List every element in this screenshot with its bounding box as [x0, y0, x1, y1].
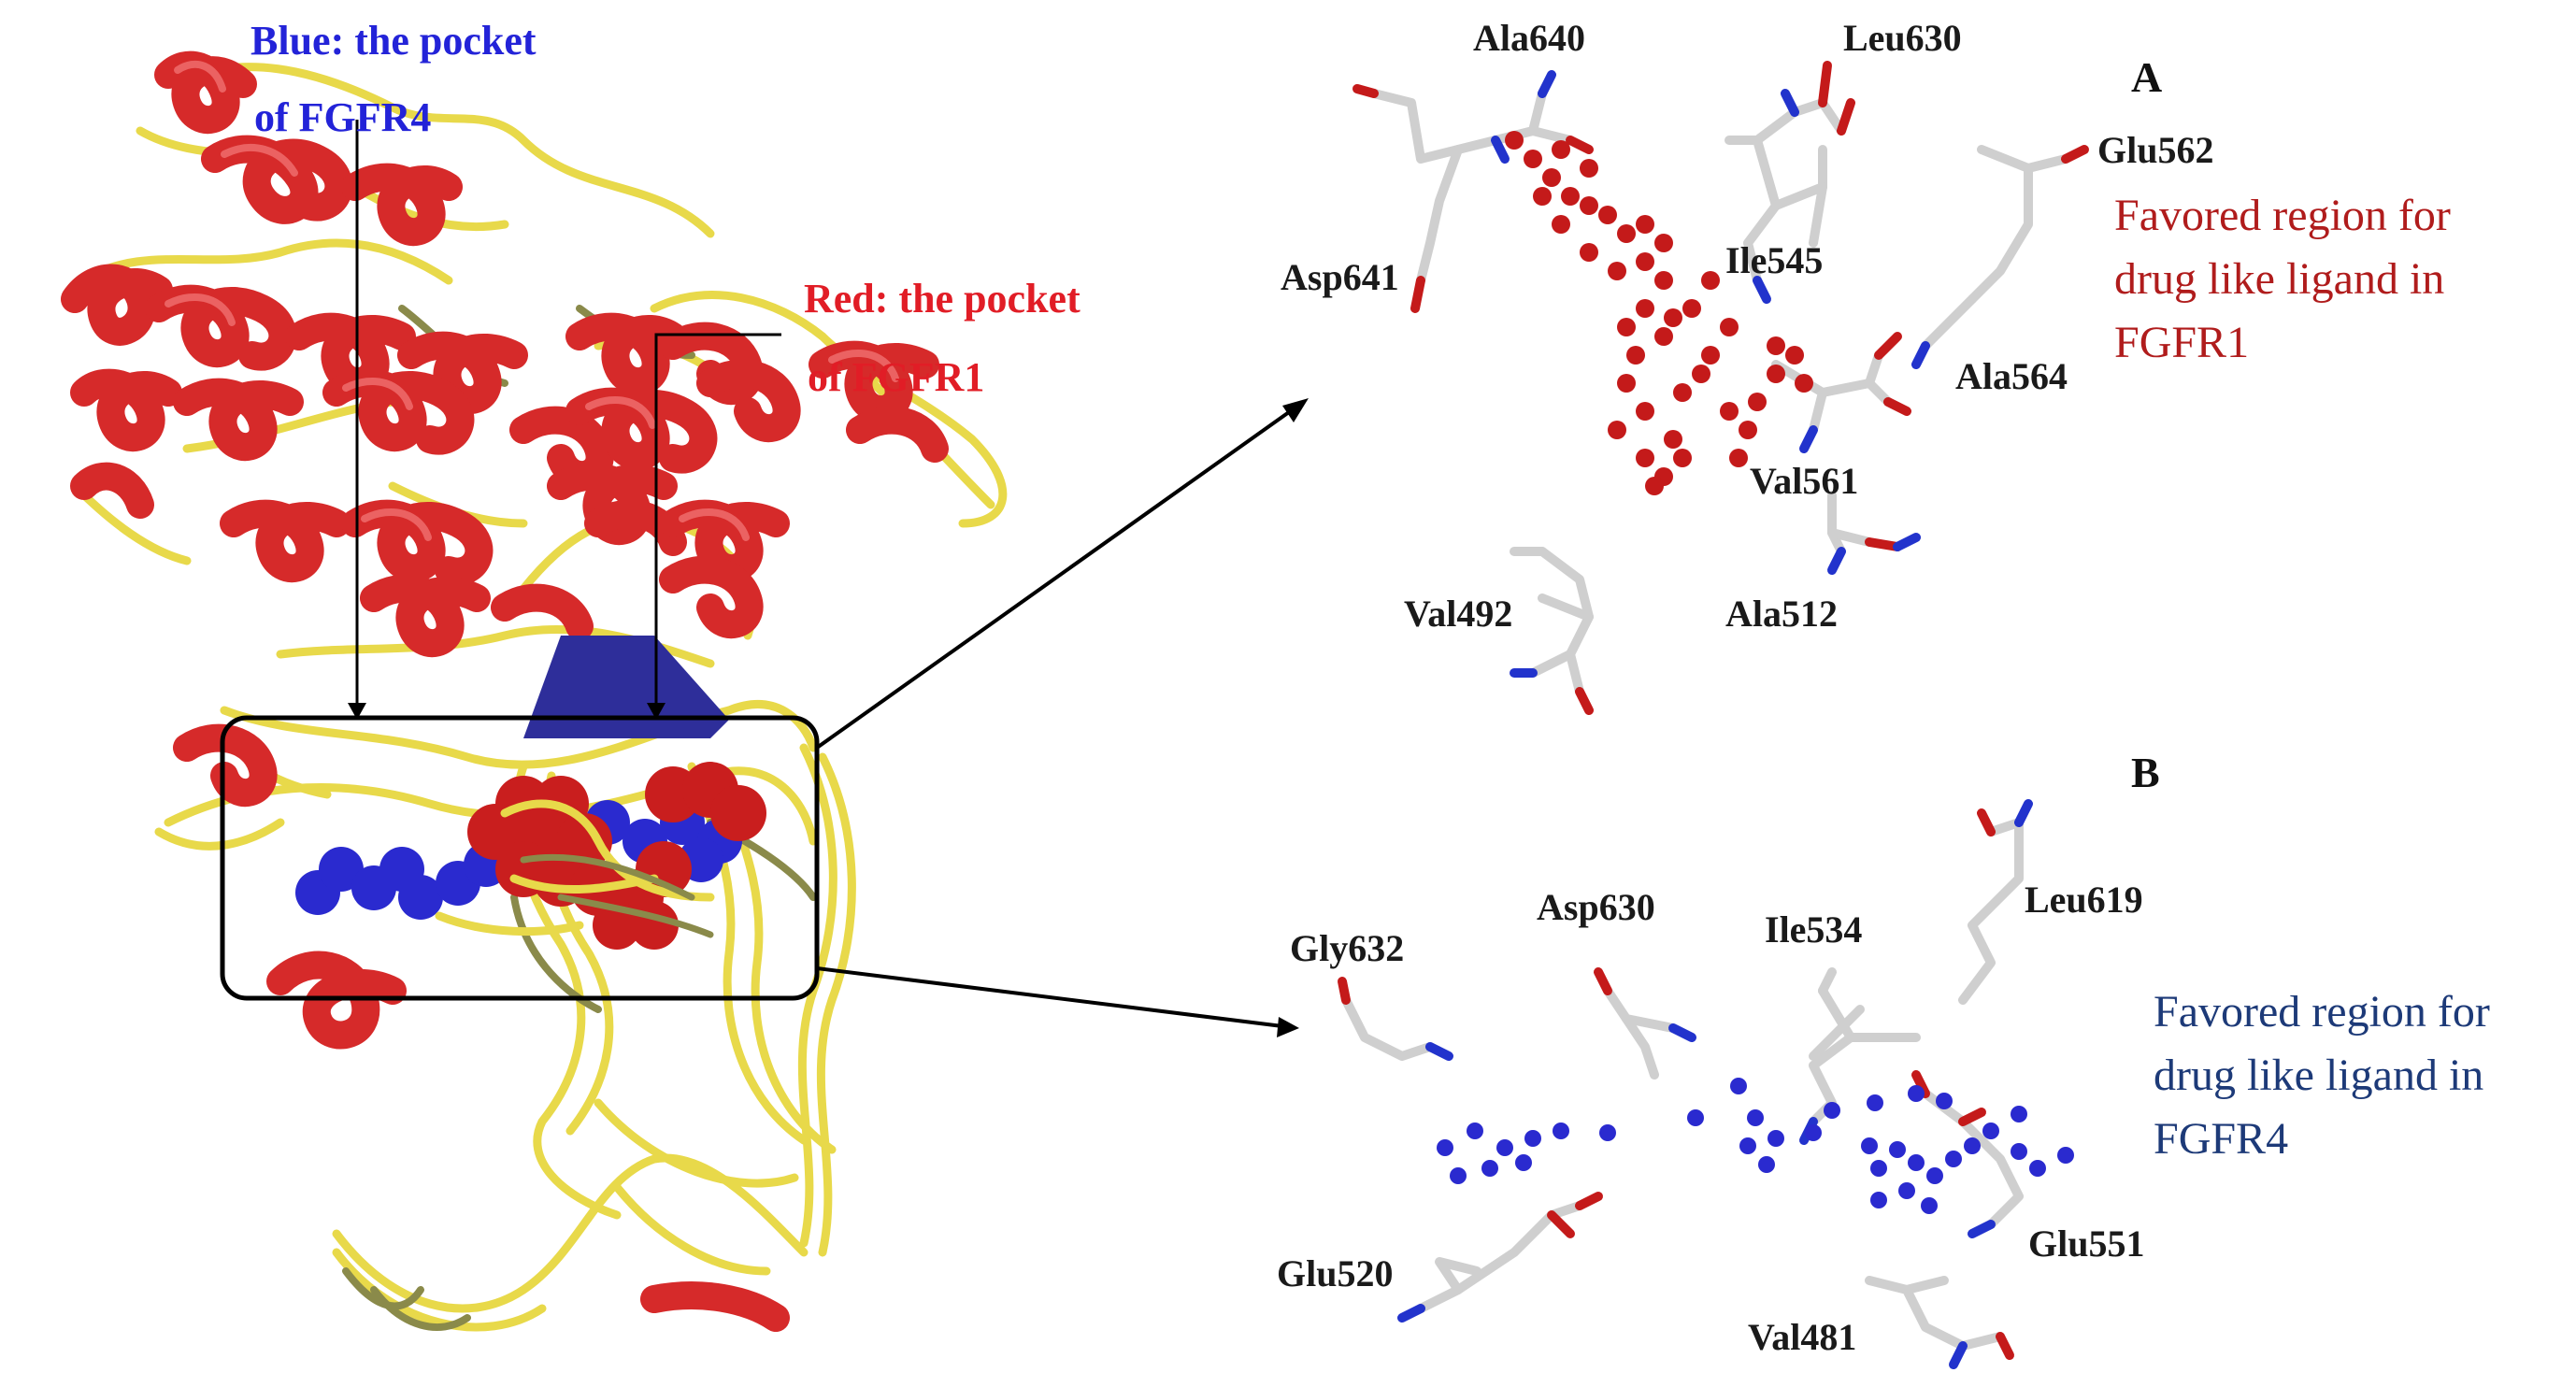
panel-b-favored-dots [1437, 1078, 2074, 1214]
panel-b-letter: B [2131, 749, 2160, 796]
residue-val481: Val481 [1748, 1316, 1856, 1358]
fgfr4-label-pointer [348, 120, 366, 720]
panel-a-letter: A [2131, 53, 2162, 101]
residue-asp630: Asp630 [1537, 886, 1655, 928]
residue-ala512: Ala512 [1725, 593, 1838, 635]
ligand-loops [435, 799, 715, 937]
residue-ile534: Ile534 [1765, 908, 1862, 951]
residue-val561: Val561 [1750, 460, 1858, 502]
panel-a: A Ala640 Leu630 Glu562 Asp641 Ile545 Ala… [1281, 17, 2451, 715]
panel-a-favored-line2: drug like ligand in [2114, 254, 2444, 304]
fgfr1-pocket-label-line2: of FGFR1 [808, 354, 984, 400]
ligand-spheres [295, 762, 766, 950]
panel-b-favored-line3: FGFR4 [2154, 1114, 2288, 1164]
protein-cartoon: Blue: the pocket of FGFR4 Red: the pocke… [61, 18, 1080, 1332]
fgfr4-pocket-label-line1: Blue: the pocket [250, 18, 537, 64]
panel-a-favored-dots [1505, 131, 1813, 495]
residue-gly632: Gly632 [1290, 927, 1404, 969]
ligand-olive-loops [520, 853, 714, 938]
panel-b-favored-line1: Favored region for [2154, 987, 2490, 1037]
residue-ala564: Ala564 [1955, 355, 2068, 397]
fgfr1-label-pointer [647, 333, 781, 720]
fgfr4-pocket-label-line2: of FGFR4 [254, 94, 431, 140]
residue-ile545: Ile545 [1725, 239, 1823, 281]
helix-highlights [165, 60, 899, 541]
residue-glu520: Glu520 [1277, 1252, 1393, 1294]
residue-glu562: Glu562 [2097, 129, 2213, 171]
panel-a-favored-line3: FGFR1 [2114, 318, 2249, 367]
panel-a-sticks [1352, 61, 2089, 715]
residue-glu551: Glu551 [2028, 1223, 2144, 1265]
fgfr1-pocket-label-line1: Red: the pocket [804, 276, 1080, 322]
residue-val492: Val492 [1404, 593, 1512, 635]
panel-a-favored-line1: Favored region for [2114, 191, 2451, 240]
panel-b-favored-line2: drug like ligand in [2154, 1051, 2483, 1100]
zoom-arrows [815, 398, 1309, 1037]
residue-asp641: Asp641 [1281, 256, 1399, 298]
zoom-region-box [220, 715, 820, 1001]
residue-leu619: Leu619 [2025, 879, 2143, 921]
residue-leu630: Leu630 [1843, 17, 1962, 59]
residue-ala640: Ala640 [1473, 17, 1585, 59]
panel-b-sticks [1338, 799, 2033, 1369]
fgfr4-pocket-wedge [523, 636, 729, 738]
panel-b: B Leu619 Gly632 Asp630 Ile534 Glu520 Glu… [1277, 749, 2490, 1369]
